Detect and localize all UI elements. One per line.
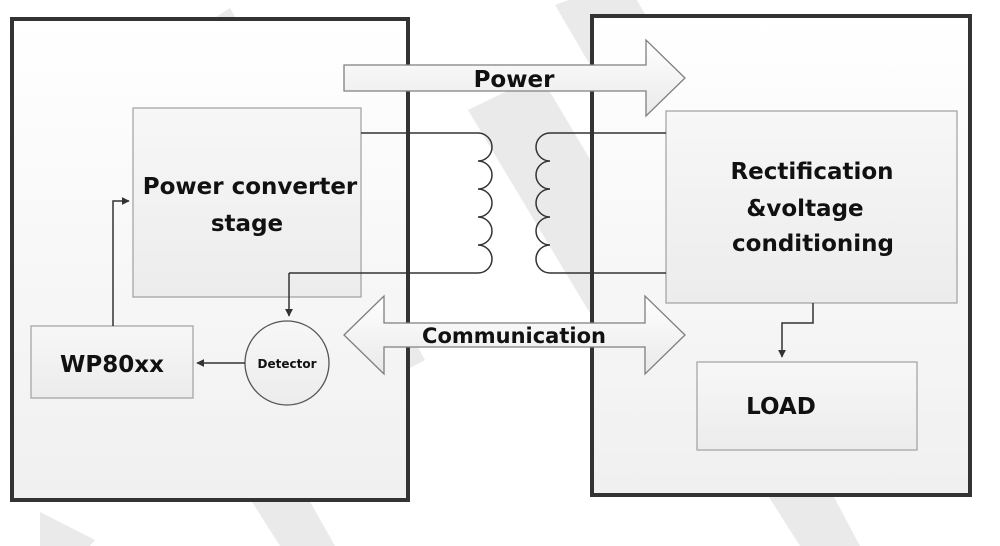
- rectification-block: [665, 110, 958, 304]
- load-label: LOAD: [746, 394, 816, 420]
- load-block: [696, 361, 918, 451]
- controller-label: WP80xx: [60, 352, 164, 378]
- communication-label: Communication: [422, 324, 606, 348]
- rectification-label-line1: Rectification: [730, 159, 893, 185]
- rectification-to-load-arrow: [778, 303, 814, 358]
- rectification-label-line2: &voltage: [746, 196, 863, 222]
- power-converter-label-line1: Power converter: [143, 174, 358, 200]
- controller-block: [30, 325, 194, 399]
- detector-label: Detector: [258, 357, 317, 371]
- primary-coil: [285, 132, 493, 317]
- communication-arrow: [343, 294, 686, 376]
- controller-to-converter-arrow: [112, 197, 130, 326]
- power-converter-label-line2: stage: [211, 211, 283, 237]
- secondary-coil: [535, 132, 666, 274]
- power-label: Power: [474, 67, 556, 93]
- rectification-label-line3: conditioning: [732, 231, 894, 257]
- power-arrow: [343, 38, 686, 118]
- power-converter-block: [132, 107, 362, 298]
